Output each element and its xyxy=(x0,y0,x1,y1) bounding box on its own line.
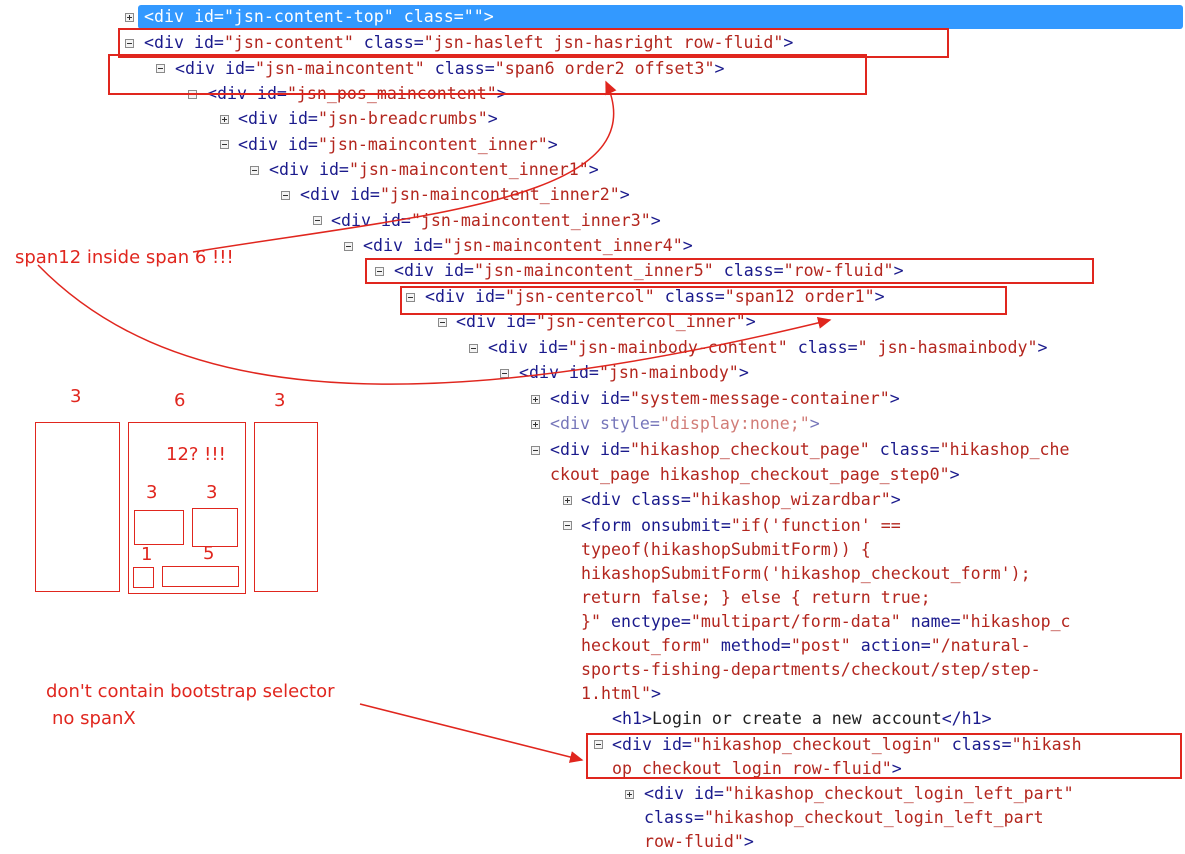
column-center-box xyxy=(128,422,246,594)
inner-box-left xyxy=(134,510,184,545)
expand-icon[interactable] xyxy=(125,13,134,22)
tree-node-hikashop-checkout-page-cont: ckout_page hikashop_checkout_page_step0"… xyxy=(550,465,960,484)
collapse-icon[interactable] xyxy=(344,242,353,251)
inner-label-left: 3 xyxy=(146,482,158,503)
collapse-icon[interactable] xyxy=(594,740,603,749)
tree-node-form-cont: typeof(hikashopSubmitForm)) { xyxy=(581,540,871,559)
expand-icon[interactable] xyxy=(531,395,540,404)
tree-node-hikashop-checkout-login-left-part[interactable]: <div id="hikashop_checkout_login_left_pa… xyxy=(644,784,1074,803)
highlight-centercol xyxy=(400,286,1007,315)
tree-node-form-cont: 1.html"> xyxy=(581,684,661,703)
collapse-icon[interactable] xyxy=(313,216,322,225)
tree-node-h1[interactable]: <h1>Login or create a new account</h1> xyxy=(612,709,992,728)
nested-label: 12? !!! xyxy=(166,444,226,465)
tree-node-jsn-maincontent[interactable]: <div id="jsn-maincontent" class="span6 o… xyxy=(175,59,725,78)
tree-node-jsn-maincontent-inner3[interactable]: <div id="jsn-maincontent_inner3"> xyxy=(331,211,661,230)
tree-node-jsn-content[interactable]: <div id="jsn-content" class="jsn-hasleft… xyxy=(144,33,794,52)
tree-node-jsn-maincontent-inner1[interactable]: <div id="jsn-maincontent_inner1"> xyxy=(269,160,599,179)
selected-node-highlight xyxy=(138,5,1183,29)
collapse-icon[interactable] xyxy=(531,446,540,455)
collapse-icon[interactable] xyxy=(250,166,259,175)
tree-node-jsn-maincontent-inner2[interactable]: <div id="jsn-maincontent_inner2"> xyxy=(300,185,630,204)
highlight-jsn-content xyxy=(118,28,949,58)
highlight-jsn-maincontent xyxy=(108,54,867,95)
column-label-right: 3 xyxy=(274,390,286,411)
inner-label-small: 1 xyxy=(141,544,153,565)
tree-node-hikashop-wizardbar[interactable]: <div class="hikashop_wizardbar"> xyxy=(581,490,901,509)
inner-box-small xyxy=(133,567,154,588)
tree-node-jsn-mainbody-content[interactable]: <div id="jsn-mainbody-content" class=" j… xyxy=(488,338,1048,357)
inner-box-right xyxy=(192,508,238,547)
collapse-icon[interactable] xyxy=(563,521,572,530)
tree-node-jsn-maincontent-inner4[interactable]: <div id="jsn-maincontent_inner4"> xyxy=(363,236,693,255)
annotation-no-bootstrap: don't contain bootstrap selector xyxy=(46,681,335,702)
tree-node-form-cont: }" enctype="multipart/form-data" name="h… xyxy=(581,612,1071,631)
collapse-icon[interactable] xyxy=(500,369,509,378)
tree-node-form-cont: hikashopSubmitForm('hikashop_checkout_fo… xyxy=(581,564,1031,583)
expand-icon[interactable] xyxy=(563,496,572,505)
highlight-maincontent-inner5 xyxy=(365,258,1094,284)
tree-node-jsn-breadcrumbs[interactable]: <div id="jsn-breadcrumbs"> xyxy=(238,109,498,128)
tree-node-left-part-cont: class="hikashop_checkout_login_left_part xyxy=(644,808,1044,827)
collapse-icon[interactable] xyxy=(220,140,229,149)
inner-label-wide: 5 xyxy=(203,543,215,564)
column-label-center: 6 xyxy=(174,390,186,411)
tree-node-form-cont: return false; } else { return true; xyxy=(581,588,931,607)
collapse-icon[interactable] xyxy=(156,64,165,73)
tree-node-system-message-container[interactable]: <div id="system-message-container"> xyxy=(550,389,900,408)
tree-node-hikashop-checkout-login[interactable]: <div id="hikashop_checkout_login" class=… xyxy=(612,735,1082,754)
tree-node-jsn-mainbody[interactable]: <div id="jsn-mainbody"> xyxy=(519,363,749,382)
collapse-icon[interactable] xyxy=(281,191,290,200)
expand-icon[interactable] xyxy=(220,115,229,124)
tree-node-hikashop-checkout-login-cont: op_checkout_login row-fluid"> xyxy=(612,759,902,778)
tree-node-form[interactable]: <form onsubmit="if('function' == xyxy=(581,516,901,535)
tree-node-left-part-cont: row-fluid"> xyxy=(644,832,754,851)
collapse-icon[interactable] xyxy=(125,39,134,48)
highlight-checkout-login xyxy=(586,733,1182,779)
tree-node-form-cont: heckout_form" method="post" action="/nat… xyxy=(581,636,1031,655)
column-right-box xyxy=(254,422,318,592)
expand-icon[interactable] xyxy=(625,790,634,799)
collapse-icon[interactable] xyxy=(438,318,447,327)
tree-node-form-cont: sports-fishing-departments/checkout/step… xyxy=(581,660,1041,679)
expand-icon[interactable] xyxy=(531,420,540,429)
collapse-icon[interactable] xyxy=(469,344,478,353)
annotation-no-spanx: no spanX xyxy=(52,708,136,729)
inner-box-wide xyxy=(162,566,239,587)
tree-node-hidden-div[interactable]: <div style="display:none;"> xyxy=(550,414,820,433)
tree-node-jsn-maincontent-inner[interactable]: <div id="jsn-maincontent_inner"> xyxy=(238,135,558,154)
tree-node-jsn-content-top[interactable]: <div id="jsn-content-top" class=""> xyxy=(144,7,494,26)
annotation-span12: span12 inside span 6 !!! xyxy=(15,247,234,268)
column-label-left: 3 xyxy=(70,386,82,407)
column-left-box xyxy=(35,422,120,592)
tree-node-hikashop-checkout-page[interactable]: <div id="hikashop_checkout_page" class="… xyxy=(550,440,1070,459)
inner-label-right: 3 xyxy=(206,482,218,503)
